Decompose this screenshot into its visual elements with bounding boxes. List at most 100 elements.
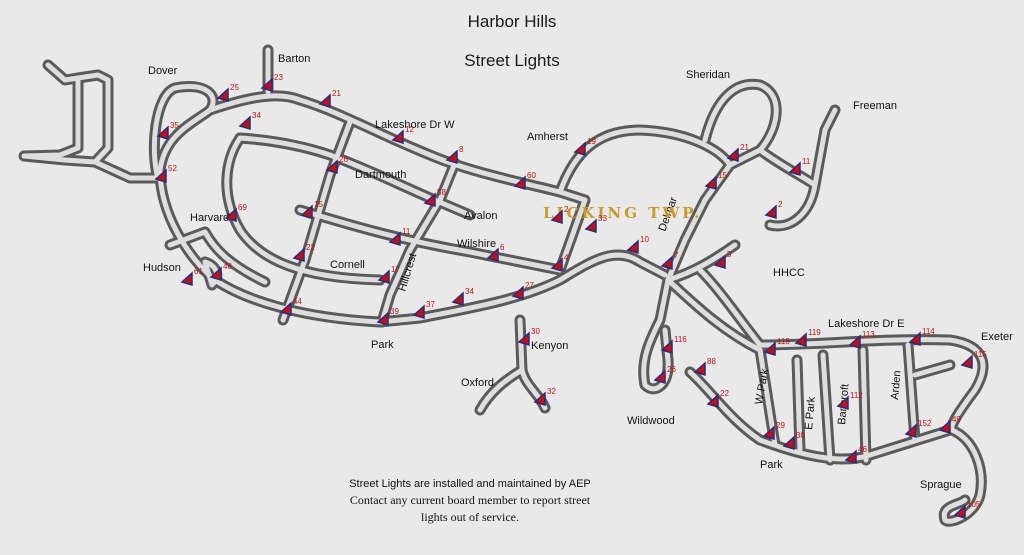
street-light-marker[interactable] — [938, 419, 951, 435]
street-light-number: 113 — [862, 330, 875, 339]
street-light-marker[interactable] — [848, 334, 861, 350]
street-light-marker[interactable] — [423, 192, 436, 208]
street-light-number: 46 — [858, 445, 867, 454]
road-segment — [202, 229, 268, 285]
street-light-number: 33 — [598, 214, 607, 223]
road-segment — [687, 369, 763, 443]
street-label: Lakeshore Dr E — [828, 318, 904, 330]
street-light-marker[interactable] — [704, 175, 717, 191]
street-light-marker[interactable] — [180, 271, 193, 287]
street-label: Wildwood — [627, 415, 675, 427]
street-light-marker[interactable] — [953, 504, 966, 520]
street-light-number: 23 — [274, 73, 283, 82]
footer-line-2: Contact any current board member to repo… — [349, 493, 591, 507]
street-light-number: 4 — [564, 253, 569, 262]
street-light-number: 22 — [720, 389, 729, 398]
street-light-marker[interactable] — [788, 161, 801, 177]
street-light-marker[interactable] — [388, 231, 401, 247]
street-light-marker[interactable] — [660, 255, 673, 271]
street-light-number: 30 — [796, 431, 805, 440]
street-light-marker[interactable] — [486, 247, 499, 263]
street-light-marker[interactable] — [300, 204, 313, 220]
road-segment — [912, 362, 953, 378]
street-light-number: 7 — [674, 251, 679, 260]
road-segment — [557, 197, 588, 273]
street-light-number: 49 — [952, 415, 961, 424]
road-segment — [820, 352, 833, 463]
street-label: Oxford — [461, 377, 494, 389]
road-segment — [641, 162, 733, 392]
map-subtitle: Street Lights — [464, 51, 560, 70]
road-segment — [224, 135, 383, 283]
street-light-marker[interactable] — [377, 269, 390, 285]
street-light-marker[interactable] — [156, 125, 169, 141]
street-light-marker[interactable] — [238, 115, 251, 131]
street-light-marker[interactable] — [782, 435, 795, 451]
street-light-marker[interactable] — [693, 361, 706, 377]
street-light-number: 60 — [527, 171, 536, 180]
street-light-marker[interactable] — [224, 207, 237, 223]
street-light-number: 6 — [500, 243, 505, 252]
street-light-marker[interactable] — [216, 87, 229, 103]
footer-line-3: lights out of service. — [421, 510, 519, 524]
street-label: Arden — [889, 370, 904, 400]
street-light-marker[interactable] — [279, 301, 292, 317]
street-light-marker[interactable] — [584, 218, 597, 234]
street-light-number: 26 — [339, 155, 348, 164]
street-light-marker[interactable] — [550, 209, 563, 225]
street-light-number: 11 — [802, 157, 811, 166]
road-segment — [941, 427, 984, 524]
street-light-marker[interactable] — [550, 257, 563, 273]
street-light-marker[interactable] — [762, 425, 775, 441]
street-label: Avalon — [464, 210, 497, 222]
street-light-marker[interactable] — [412, 304, 425, 320]
street-label: Park — [371, 339, 394, 351]
street-label: Sheridan — [686, 69, 730, 81]
street-light-number: 17 — [391, 265, 400, 274]
street-light-marker[interactable] — [626, 239, 639, 255]
street-light-marker[interactable] — [318, 93, 331, 109]
street-light-marker[interactable] — [706, 393, 719, 409]
street-light-marker[interactable] — [325, 159, 338, 175]
street-light-number: 12 — [405, 125, 414, 134]
street-light-marker[interactable] — [904, 423, 917, 439]
street-light-marker[interactable] — [844, 449, 857, 465]
street-light-marker[interactable] — [960, 354, 973, 370]
street-light-number: 15 — [718, 171, 727, 180]
street-light-number: 118 — [777, 337, 790, 346]
street-light-marker[interactable] — [391, 129, 404, 145]
street-light-marker[interactable] — [517, 331, 530, 347]
street-light-marker[interactable] — [445, 149, 458, 165]
street-label: Wilshire — [457, 238, 496, 250]
street-light-marker[interactable] — [794, 332, 807, 348]
street-light-marker[interactable] — [209, 266, 222, 282]
street-light-marker[interactable] — [376, 311, 389, 327]
street-light-marker[interactable] — [908, 331, 921, 347]
street-light-marker[interactable] — [260, 77, 273, 93]
street-light-marker[interactable] — [154, 168, 167, 184]
street-light-marker[interactable] — [653, 369, 666, 385]
street-light-marker[interactable] — [451, 291, 464, 307]
road-segment — [207, 93, 588, 203]
street-light-marker[interactable] — [513, 175, 526, 191]
street-light-number: 69 — [238, 203, 247, 212]
street-light-marker[interactable] — [764, 204, 777, 220]
street-light-marker[interactable] — [763, 341, 776, 357]
street-light-number: 10 — [640, 235, 649, 244]
street-light-marker[interactable] — [713, 254, 726, 270]
road-segment — [427, 195, 473, 218]
street-light-marker[interactable] — [511, 285, 524, 301]
street-light-marker[interactable] — [660, 339, 673, 355]
road-segment — [237, 135, 433, 201]
street-light-number: 8 — [459, 145, 464, 154]
street-light-marker[interactable] — [533, 391, 546, 407]
township-label: LICKING TWP. — [543, 204, 702, 222]
street-light-marker[interactable] — [573, 141, 586, 157]
street-light-number: 114 — [922, 327, 935, 336]
road-segment — [477, 367, 525, 413]
street-light-marker[interactable] — [836, 395, 849, 411]
street-light-marker[interactable] — [726, 147, 739, 163]
street-label: Lakeshore Dr W — [375, 119, 455, 131]
street-light-marker[interactable] — [292, 247, 305, 263]
